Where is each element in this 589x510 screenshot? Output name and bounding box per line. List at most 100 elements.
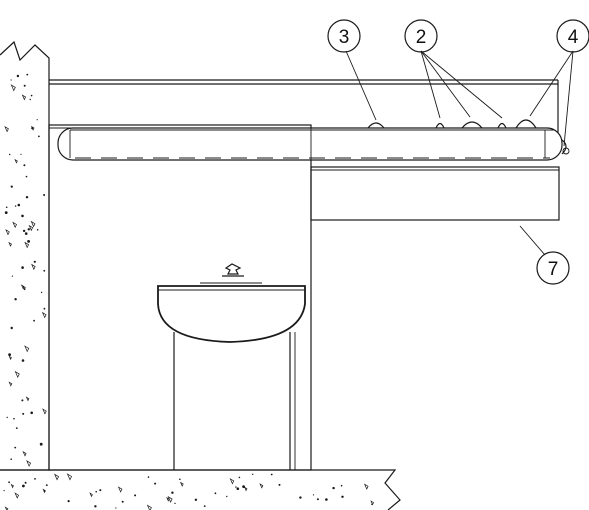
- concrete-speckle: [10, 185, 13, 188]
- concrete-floor: [0, 469, 401, 510]
- concrete-speckle: [22, 412, 25, 415]
- concrete-speckle: [40, 291, 43, 294]
- sink-fixture: [157, 263, 306, 471]
- concrete-speckle: [21, 266, 24, 269]
- concrete-speckle: [22, 484, 25, 488]
- concrete-speckle: [24, 345, 30, 353]
- concrete-speckle: [28, 224, 34, 232]
- concrete-speckle: [45, 484, 48, 487]
- concrete-speckle: [14, 446, 17, 449]
- concrete-speckle: [22, 229, 26, 233]
- concrete-speckle: [363, 483, 369, 490]
- concrete-speckle: [27, 228, 30, 231]
- concrete-speckle: [252, 473, 254, 475]
- concrete-speckle: [36, 119, 38, 121]
- concrete-speckle: [39, 442, 43, 446]
- concrete-speckle: [194, 498, 198, 501]
- concrete-speckle: [14, 370, 20, 379]
- concrete-speckle: [134, 494, 137, 497]
- floor-texture: [3, 473, 374, 510]
- concrete-speckle: [30, 411, 33, 415]
- concrete-speckle: [226, 495, 228, 498]
- concrete-speckle: [89, 492, 93, 498]
- concrete-speckle: [341, 495, 344, 498]
- concrete-speckle: [371, 503, 373, 506]
- concrete-speckle: [179, 481, 184, 487]
- concrete-speckle: [23, 84, 26, 87]
- concrete-speckle: [24, 241, 29, 249]
- concrete-speckle: [22, 285, 26, 291]
- concrete-speckle: [236, 487, 240, 491]
- concrete-speckle: [10, 483, 14, 489]
- concrete-speckle: [33, 260, 36, 263]
- concrete-speckle: [20, 153, 22, 155]
- concrete-speckle: [14, 298, 17, 301]
- concrete-speckle: [8, 241, 12, 247]
- concrete-speckle: [4, 125, 9, 133]
- callout-4: 4: [556, 19, 589, 53]
- horizontal-rail: [57, 125, 570, 167]
- concrete-speckle: [26, 73, 29, 76]
- concrete-speckle: [25, 175, 28, 178]
- concrete-speckle: [13, 417, 15, 420]
- concrete-speckle: [67, 500, 70, 503]
- concrete-speckle: [14, 158, 18, 164]
- callout-7-label: 7: [548, 259, 559, 280]
- concrete-speckle: [8, 481, 11, 484]
- concrete-speckle: [21, 359, 25, 362]
- concrete-speckle: [340, 484, 343, 487]
- concrete-speckle: [23, 164, 26, 167]
- concrete-speckle: [370, 500, 374, 506]
- concrete-speckle: [270, 473, 273, 476]
- concrete-speckle: [10, 79, 12, 81]
- concrete-speckle: [42, 488, 46, 494]
- concrete-speckle: [242, 485, 246, 488]
- concrete-speckle: [25, 396, 30, 402]
- concrete-speckle: [5, 229, 10, 236]
- concrete-speckle: [10, 326, 13, 330]
- concrete-speckle: [167, 495, 173, 503]
- concrete-wall: [0, 40, 50, 471]
- concrete-speckle: [10, 458, 12, 461]
- concrete-speckle: [154, 482, 157, 485]
- callout-3-label: 3: [339, 27, 350, 48]
- concrete-speckle: [43, 194, 46, 196]
- concrete-speckle: [214, 492, 217, 495]
- concrete-speckle: [259, 483, 264, 489]
- concrete-speckle: [312, 494, 315, 496]
- concrete-speckle: [5, 206, 8, 209]
- concrete-speckle: [41, 311, 47, 319]
- concrete-speckle: [8, 381, 13, 387]
- callout-3: 3: [327, 19, 361, 53]
- concrete-speckle: [8, 353, 12, 356]
- concrete-speckle: [27, 240, 30, 243]
- concrete-speckle: [12, 221, 17, 229]
- concrete-speckle: [238, 476, 241, 479]
- concrete-speckle: [14, 492, 20, 499]
- concrete-speckle: [332, 486, 335, 490]
- concrete-speckle: [229, 478, 235, 485]
- concrete-speckle: [16, 74, 20, 78]
- concrete-speckle: [42, 408, 47, 415]
- concrete-speckle: [95, 490, 97, 493]
- concrete-speckle: [6, 416, 8, 419]
- callout-7: 7: [536, 251, 570, 285]
- concrete-speckle: [34, 478, 36, 480]
- concrete-speckle: [17, 203, 21, 207]
- concrete-speckle: [14, 205, 17, 207]
- concrete-speckle: [3, 490, 5, 492]
- concrete-speckle: [244, 486, 248, 492]
- rail-fittings: [367, 119, 537, 129]
- concrete-speckle: [9, 153, 11, 156]
- concrete-speckle: [30, 94, 33, 97]
- concrete-speckle: [36, 229, 39, 231]
- concrete-speckle: [26, 460, 32, 467]
- concrete-speckle: [30, 220, 36, 228]
- concrete-speckle: [203, 505, 206, 507]
- callout-2: 2: [404, 19, 438, 53]
- concrete-speckle: [21, 399, 24, 402]
- concrete-speckle: [22, 450, 27, 457]
- concrete-speckle: [31, 263, 36, 271]
- concrete-speckle: [171, 491, 174, 494]
